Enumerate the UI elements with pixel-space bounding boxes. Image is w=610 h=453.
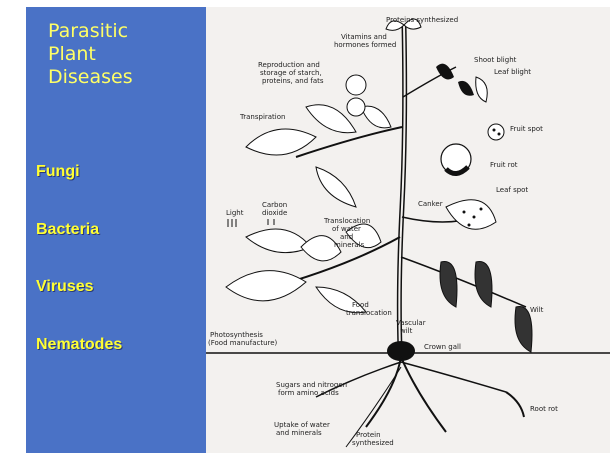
label-synthesized: synthesized — [352, 439, 394, 447]
title-line-3: Diseases — [48, 66, 198, 89]
label-proteins-synthesized: Proteins synthesized — [386, 16, 458, 24]
label-sugars: Sugars and nitrogen — [276, 381, 347, 389]
label-leaf-spot: Leaf spot — [496, 186, 528, 194]
label-light: Light — [226, 209, 244, 217]
label-and-minerals: and minerals — [276, 429, 322, 437]
leaf — [476, 77, 488, 102]
label-shoot-blight: Shoot blight — [474, 56, 517, 64]
list-item-viruses: Viruses — [36, 278, 196, 296]
leaf — [246, 229, 311, 253]
wilt-leaf — [440, 262, 457, 307]
plant-diagram-svg: Proteins synthesized Vitamins and hormon… — [206, 7, 610, 453]
label-food-manufacture: (Food manufacture) — [208, 339, 278, 347]
plant-diagram: Proteins synthesized Vitamins and hormon… — [206, 7, 610, 453]
branch-wilt — [401, 257, 526, 307]
label-vascular: Vascular — [396, 319, 426, 327]
list-item-fungi: Fungi — [36, 163, 196, 181]
leaf — [226, 271, 306, 301]
label-carbon: Carbon — [262, 201, 287, 209]
label-of-water: of water — [332, 225, 361, 233]
co2-arrows-icon — [268, 219, 274, 225]
label-proteins-fats: proteins, and fats — [262, 77, 324, 85]
root-rot — [506, 392, 524, 417]
label-fruit-rot: Fruit rot — [490, 161, 518, 169]
label-translocation2: translocation — [346, 309, 392, 317]
label-food: Food — [352, 301, 369, 309]
label-uptake: Uptake of water — [274, 421, 330, 429]
wilt-leaf — [475, 262, 492, 307]
leaf-blight-leaf — [458, 81, 474, 96]
label-hormones: hormones formed — [334, 41, 396, 49]
leaf — [361, 106, 391, 128]
label-storage: storage of starch, — [260, 69, 322, 77]
label-canker: Canker — [418, 200, 443, 208]
label-protein: Protein — [356, 431, 381, 439]
label-wilt: Wilt — [530, 306, 544, 314]
label-crown-gall: Crown gall — [424, 343, 461, 351]
leaf — [316, 167, 356, 207]
fruit-spot-icon — [488, 124, 504, 140]
flower-icon — [346, 75, 366, 95]
label-fruit-spot: Fruit spot — [510, 125, 543, 133]
slide-title: Parasitic Plant Diseases — [48, 20, 198, 89]
leaf-spot-leaf — [446, 200, 496, 230]
label-translocation: Translocation — [323, 217, 370, 225]
list-item-nematodes: Nematodes — [36, 336, 196, 354]
label-amino: form amino acids — [278, 389, 339, 397]
label-and: and — [340, 233, 353, 241]
light-arrows-icon — [228, 219, 236, 227]
seed-pod-icon — [347, 98, 365, 116]
label-root-rot: Root rot — [530, 405, 558, 413]
list-item-bacteria: Bacteria — [36, 221, 196, 239]
label-photosynthesis: Photosynthesis — [210, 331, 263, 339]
label-dioxide: dioxide — [262, 209, 287, 217]
label-vascular-wilt: wilt — [400, 327, 413, 335]
title-line-1: Parasitic — [48, 20, 198, 43]
label-reproduction: Reproduction and — [258, 61, 320, 69]
label-transpiration: Transpiration — [239, 113, 285, 121]
leaf — [246, 129, 316, 155]
label-vitamins: Vitamins and — [341, 33, 387, 41]
shoot-blight-leaf — [436, 64, 454, 80]
title-line-2: Plant — [48, 43, 198, 66]
label-minerals: minerals — [334, 241, 365, 249]
label-leaf-blight: Leaf blight — [494, 68, 531, 76]
